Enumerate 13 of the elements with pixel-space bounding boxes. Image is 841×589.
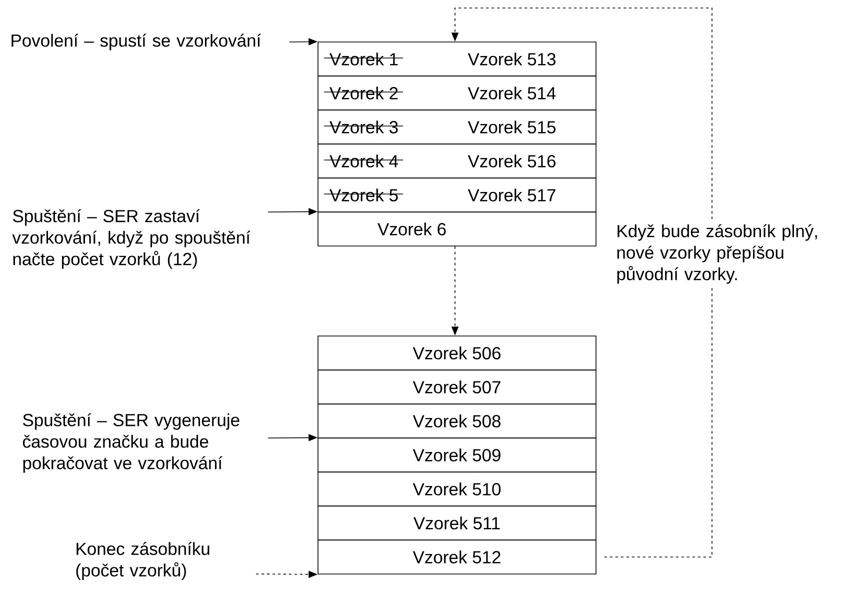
sample-row: Vzorek 511 (318, 506, 596, 540)
sample-row: Vzorek 6 (318, 212, 596, 246)
sample-row: Vzorek 510 (318, 472, 596, 506)
annotation-text: Spuštění – SER zastaví vzorkování, když po spouštění načte počet vzorků (12) (12, 209, 250, 269)
sample-row: Vzorek 512 (318, 540, 596, 574)
sample-row: Vzorek 508 (318, 404, 596, 438)
sample-row: Vzorek 506 (318, 336, 596, 370)
sample-row: Vzorek 507 (318, 370, 596, 404)
sample-row: Vzorek 509 (318, 438, 596, 472)
annotation-text: Konec zásobníku (počet vzorků) (76, 542, 210, 580)
edge-label: Když bude zásobník plný, nové vzorky přepíšou původní vzorky. (617, 224, 817, 284)
annotation-text: Spuštění – SER vygeneruje časovou značku a bude pokračovat ve vzorkování (22, 413, 240, 473)
annotation-text: Povolení – spustí se vzorkování (12, 34, 262, 50)
